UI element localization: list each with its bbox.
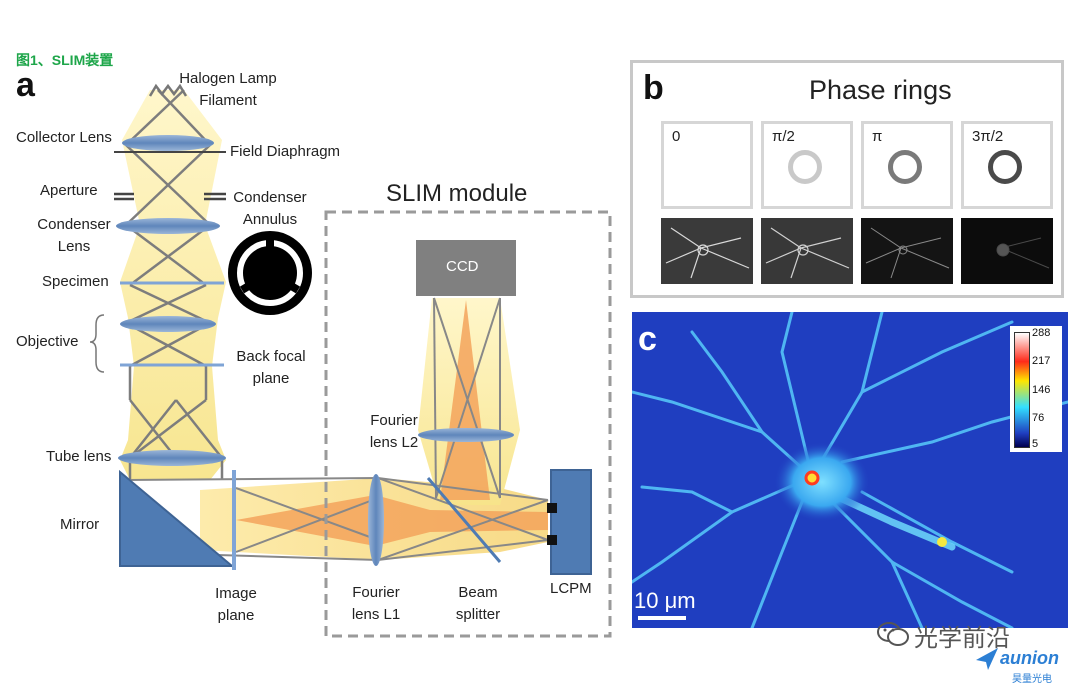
label-collector-lens: Collector Lens xyxy=(16,129,112,146)
phase-ring-pi: π xyxy=(861,121,953,209)
slim-module-title: SLIM module xyxy=(386,180,528,207)
ray-lines xyxy=(125,89,224,480)
neuron-phase-map xyxy=(632,312,1068,628)
tube-lens xyxy=(118,450,226,466)
mirror xyxy=(119,469,235,567)
figure-caption: 图1、SLIM装置 xyxy=(16,52,114,68)
neuron-thumbnail xyxy=(661,218,753,284)
label-back-focal-plane: Back focal plane xyxy=(236,348,306,387)
phase-rings-title: Phase rings xyxy=(809,75,952,105)
phase-ring-label: π xyxy=(872,128,883,145)
collector-lens xyxy=(122,135,214,151)
label-lcpm: LCPM xyxy=(550,580,592,597)
panel-b-letter: b xyxy=(643,69,664,107)
colorbar-tick: 288 xyxy=(1032,327,1051,339)
phase-ring-label: 3π/2 xyxy=(972,128,1004,145)
panel-c-phase-image: 288 217 146 76 5 c 10 μm xyxy=(632,312,1068,628)
ring-icon xyxy=(988,150,1022,184)
scale-bar xyxy=(638,616,686,620)
phase-ring-label: 0 xyxy=(672,128,681,145)
colorbar-tick: 217 xyxy=(1032,355,1051,367)
colorbar-gradient xyxy=(1014,332,1030,448)
panel-b: b Phase rings 0 π/2 π 3π/2 xyxy=(630,60,1064,298)
colorbar-tick: 76 xyxy=(1032,412,1045,424)
aunion-sub: 昊量光电 xyxy=(1012,674,1052,685)
slim-module-box xyxy=(324,210,612,638)
label-halogen: Halogen Lamp Filament xyxy=(179,70,277,109)
label-beam-splitter: Beam splitter xyxy=(455,584,501,623)
label-field-diaphragm: Field Diaphragm xyxy=(230,143,341,160)
phase-ring-0: 0 xyxy=(661,121,753,209)
label-image-plane: Image plane xyxy=(215,585,257,624)
colorbar: 288 217 146 76 5 xyxy=(1010,326,1062,452)
neuron-thumbnail xyxy=(761,218,853,284)
annulus-icon xyxy=(228,231,312,315)
fourier-lens-l1 xyxy=(368,474,384,566)
colorbar-tick: 146 xyxy=(1032,384,1051,396)
ring-icon xyxy=(788,150,822,184)
label-specimen: Specimen xyxy=(42,273,109,290)
label-objective: Objective xyxy=(16,333,79,350)
label-ccd: CCD xyxy=(446,258,479,275)
ccd-block xyxy=(416,240,516,296)
label-fourier-l2: Fourier lens L2 xyxy=(369,412,419,451)
aperture xyxy=(114,192,226,201)
aunion-logo-icon xyxy=(974,646,1000,672)
neuron-thumbnail xyxy=(961,218,1053,284)
lcpm-block xyxy=(550,469,592,575)
label-condenser-annulus: Condenser Annulus xyxy=(233,189,307,228)
phase-ring-3pi-2: 3π/2 xyxy=(961,121,1053,209)
aunion-brand: aunion xyxy=(1000,648,1059,668)
fourier-lens-l2 xyxy=(418,428,514,442)
phase-ring-pi-2: π/2 xyxy=(761,121,853,209)
phase-ring-label: π/2 xyxy=(772,128,795,145)
ring-icon xyxy=(888,150,922,184)
watermark-text: 光学前沿 xyxy=(914,625,1010,652)
colorbar-tick: 5 xyxy=(1032,438,1039,450)
label-fourier-l1: Fourier lens L1 xyxy=(351,584,401,623)
condenser-lens xyxy=(116,218,220,234)
label-aperture: Aperture xyxy=(40,182,98,199)
panel-a-diagram xyxy=(89,83,612,638)
panel-a-letter: a xyxy=(16,66,35,104)
objective-lens xyxy=(120,316,216,332)
wechat-icon xyxy=(876,620,910,648)
label-tube-lens: Tube lens xyxy=(46,448,112,465)
label-mirror: Mirror xyxy=(60,516,100,533)
neuron-thumbnail xyxy=(861,218,953,284)
filament-icon xyxy=(148,83,188,97)
objective-brace xyxy=(89,314,105,373)
scale-bar-label: 10 μm xyxy=(634,588,696,613)
illumination-beam xyxy=(120,90,226,480)
label-condenser-lens: Condenser Lens xyxy=(37,216,111,255)
panel-c-letter: c xyxy=(638,320,657,358)
beam-splitter xyxy=(426,477,502,563)
